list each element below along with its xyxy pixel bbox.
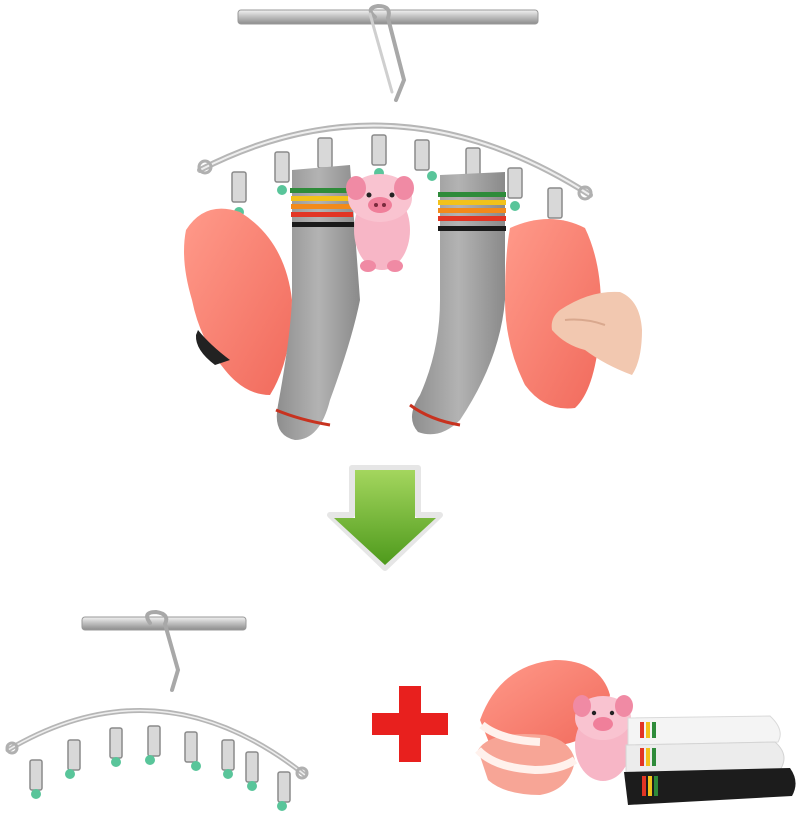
clip-tips (31, 755, 287, 811)
mitten-right (505, 219, 601, 409)
hanger-hook (368, 3, 407, 102)
mitten-left (184, 208, 292, 395)
sock-left (275, 165, 360, 440)
down-arrow-icon (327, 465, 443, 571)
hanger-hook (145, 609, 181, 692)
plus-icon (372, 686, 448, 762)
sock-right (409, 172, 506, 435)
pig-toy (573, 695, 633, 781)
hand (551, 291, 642, 375)
bottom-hanger-scene (5, 609, 796, 811)
clip (231, 134, 563, 219)
top-hanger-scene (184, 3, 642, 440)
folded-socks (624, 715, 796, 805)
pig-toy (346, 174, 414, 272)
